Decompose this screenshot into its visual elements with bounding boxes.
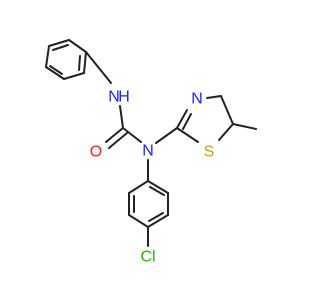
carbonyl-to-n-bond [122,127,142,143]
thiazoline-n-ch2-bond [206,95,222,99]
phenyl-bond [63,72,85,80]
ring-nitrogen-label: N [191,91,203,108]
phenyl-bond [68,39,87,53]
bonds [45,39,257,247]
chlorine-label: Cl [140,249,155,266]
chlorophenyl-bond [147,180,169,194]
phenyl-bond [48,39,70,47]
n-to-thiazoline-bond [155,127,178,144]
central-nitrogen-label: N [142,143,154,160]
chlorophenyl-inner-double-bond [148,212,164,222]
thiazoline-ch-s-bond [218,123,234,141]
nh-hydrogen-label: H [118,89,130,106]
chlorophenyl-bond [128,180,149,194]
chlorophenyl-bond [147,214,169,228]
nh-nitrogen-label: N [108,89,120,106]
carbonyl-double-bond [105,127,124,143]
phenyl-to-nh-bond [85,51,112,84]
sulfur-label: S [204,144,215,161]
carbonyl-double-bond [108,132,128,149]
chlorophenyl-inner-double-bond [149,186,165,196]
chlorophenyl-bond [128,214,149,228]
phenyl-bond [83,51,87,74]
methyl-bond [232,123,257,130]
thiazoline-c-n-double-bond [176,109,188,129]
phenyl-inner-double-bond [78,55,81,71]
phenyl-bond [45,66,65,80]
atom-labels: N H O N N S Cl [90,89,215,266]
phenyl-bond [45,45,50,68]
thiazoline-c-n-double-bond [182,113,192,130]
nh-to-carbonyl-bond [119,105,124,129]
phenyl-inner-double-bond [52,44,69,51]
carbonyl-oxygen-label: O [90,144,102,161]
molecule-structure: N H O N N S Cl [45,39,257,266]
phenyl-inner-double-bond [49,65,63,75]
thiazoline-ch2-ch-bond [220,95,234,125]
thiazoline-s-c-bond [176,127,199,143]
